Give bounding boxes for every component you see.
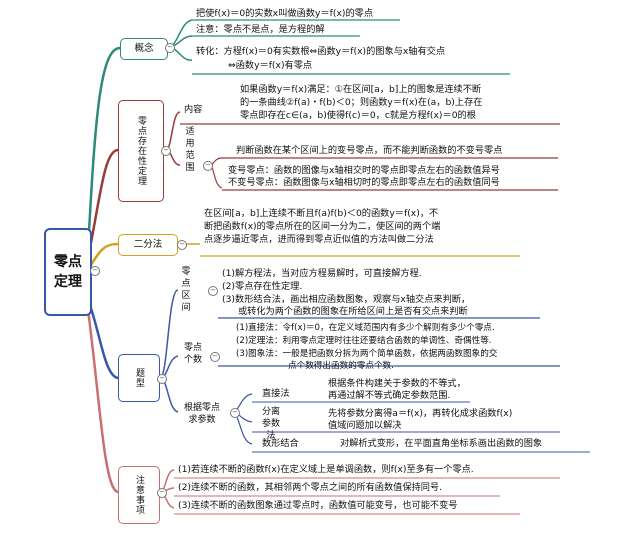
param-collapse-toggle[interactable]: − xyxy=(230,408,240,418)
notes-item-2: (2)连续不断的函数，其相邻两个零点之间的所有函数值保持同号. xyxy=(178,482,442,493)
concept-node[interactable]: 概念 xyxy=(120,38,168,60)
existence-collapse-toggle[interactable]: − xyxy=(161,146,171,156)
interval-item-3b: 或转化为两个函数的图象在所给区间上是否有交点来判断 xyxy=(238,306,468,317)
existence-theorem-label: 零点存在性定理 xyxy=(136,116,146,186)
param-direct-line-2: 再通过解不等式确定参数范围. xyxy=(328,390,451,401)
count-collapse-toggle[interactable]: − xyxy=(210,352,220,362)
interval-item-3: (3)数形结合法，画出相应函数图象，观察与x轴交点来判断， xyxy=(222,294,471,305)
concept-convert-2: ⇔函数y＝f(x)有零点 xyxy=(228,60,313,71)
problems-collapse-toggle[interactable]: − xyxy=(157,374,167,384)
concept-note: 注意：零点不是点，是方程的解 xyxy=(196,24,325,35)
problems-node[interactable]: 题型 xyxy=(118,354,160,402)
bisection-label: 二分法 xyxy=(133,239,163,250)
root-node[interactable]: 零点定理 xyxy=(44,228,92,316)
param-separate-label: 分离参数法 xyxy=(261,407,280,441)
count-item-3b: 点个数得出函数的零点个数. xyxy=(288,361,394,371)
bisection-line-1: 在区间[a，b]上连续不断且f(a)f(b)＜0的函数y＝f(x)，不 xyxy=(204,208,439,219)
count-item-3: (3)图象法：一般是把函数分拆为两个简单函数，依据两函数图象的交 xyxy=(236,349,498,359)
count-item-1: (1)直接法：令f(x)＝0，在定义域范围内有多少个解则有多少个零点. xyxy=(236,323,495,333)
root-title: 零点定理 xyxy=(54,254,82,290)
existence-content-line-2: 的一条曲线②f(a)・f(b)＜0；则函数y＝f(x)在(a，b)上存在 xyxy=(240,97,483,108)
param-separate-line-2: 值域问题加以解决 xyxy=(328,420,402,431)
root-collapse-toggle[interactable]: − xyxy=(90,266,100,276)
bisection-line-2: 断把函数f(x)的零点所在的区间一分为二，使区间的两个端 xyxy=(204,221,441,232)
param-shape-line-1: 对解析式变形，在平面直角坐标系画出函数的图象 xyxy=(340,438,543,449)
param-shape-label: 数形结合 xyxy=(262,438,299,449)
param-label: 根据零点求参数 xyxy=(183,403,220,425)
interval-item-2: (2)零点存在性定理. xyxy=(222,281,303,292)
count-label: 零点个数 xyxy=(183,343,202,365)
concept-label: 概念 xyxy=(134,43,154,54)
concept-collapse-toggle[interactable]: − xyxy=(165,43,175,53)
notes-node[interactable]: 注意事项 xyxy=(118,466,160,524)
existence-scope-line-2: 变号零点：函数的图像与x轴相交时的零点即零点左右的函数值异号 xyxy=(228,165,500,176)
interval-collapse-toggle[interactable]: − xyxy=(208,286,218,296)
param-direct-line-1: 根据条件构建关于参数的不等式， xyxy=(328,378,466,389)
existence-content-line-3: 零点即存在c∈(a，b)使得f(c)＝0，c就是方程f(x)＝0的根 xyxy=(240,110,476,121)
notes-item-1: (1)若连续不断的函数f(x)在定义域上是单调函数，则f(x)至多有一个零点. xyxy=(178,464,474,475)
notes-item-3: (3)连续不断的函数图象通过零点时，函数值可能变号，也可能不变号 xyxy=(178,500,458,511)
notes-collapse-toggle[interactable]: − xyxy=(157,488,167,498)
problems-label: 题型 xyxy=(134,368,144,388)
existence-scope-line-1: 判断函数在某个区间上的变号零点，而不能判断函数的不变号零点 xyxy=(236,145,503,156)
concept-definition: 把使f(x)＝0的实数x叫做函数y＝f(x)的零点 xyxy=(196,8,374,19)
existence-scope-line-3: 不变号零点：函数图像与x轴相切时的零点即零点左右的函数值同号 xyxy=(228,177,500,188)
scope-collapse-toggle[interactable]: − xyxy=(203,161,213,171)
interval-item-1: (1)解方程法，当对应方程易解时，可直接解方程. xyxy=(222,268,422,279)
bisection-node[interactable]: 二分法 xyxy=(118,234,178,256)
param-direct-label: 直接法 xyxy=(262,388,290,399)
existence-content-line-1: 如果函数y＝f(x)满足：①在区间[a，b]上的图象是连续不断 xyxy=(240,84,482,95)
concept-convert-1: 转化：方程f(x)＝0有实数根⇔函数y＝f(x)的图象与x轴有交点 xyxy=(196,46,446,57)
existence-theorem-node[interactable]: 零点存在性定理 xyxy=(118,100,164,202)
existence-scope-label: 适用范围 xyxy=(185,127,195,173)
existence-content-label: 内容 xyxy=(184,104,203,115)
bisection-collapse-toggle[interactable]: − xyxy=(177,240,187,250)
count-item-2: (2)定理法：利用零点定理时往往还要结合函数的单调性、奇偶性等. xyxy=(236,336,492,346)
notes-label: 注意事项 xyxy=(134,475,144,515)
param-separate-line-1: 先将参数分离得a＝f(x)，再转化成求函数f(x) xyxy=(328,408,513,419)
bisection-line-3: 点逐步逼近零点，进而得到零点近似值的方法叫做二分法 xyxy=(204,234,434,245)
interval-label: 零点区间 xyxy=(181,267,191,313)
